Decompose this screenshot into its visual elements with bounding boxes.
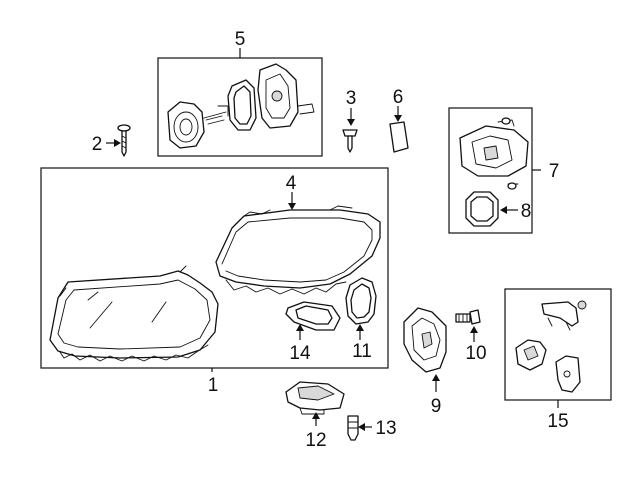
callout-2: 2 [92,134,103,155]
projector-module-part [167,101,229,149]
callout-3: 3 [346,88,357,109]
callout-7: 7 [549,161,560,182]
callout-12: 12 [305,430,326,451]
control-module-part [403,307,447,373]
group-box-1 [40,167,389,369]
callout-1: 1 [208,375,219,396]
callout-14: 14 [289,343,311,364]
projector-gasket-part [227,79,257,131]
callout-6: 6 [393,87,404,108]
lamp-module-part [285,381,345,415]
repair-bracket-part-a [541,300,587,331]
ballast-seal-part [465,191,499,227]
screw-part-3 [342,129,358,153]
ballast-bracket-part [459,117,529,190]
callout-10: 10 [465,343,486,364]
callout-13: 13 [375,418,396,439]
callout-9: 9 [431,396,442,417]
leader-lines [106,48,559,431]
headlamp-assembly-part [49,265,219,362]
lens-seal-part [345,277,377,325]
projector-housing-part [257,63,315,129]
label-part [389,121,409,153]
callout-5: 5 [235,29,246,50]
callout-15: 15 [547,411,568,432]
screw-part-2 [117,124,131,157]
repair-bracket-part-c [555,355,581,393]
repair-bracket-part-b [515,339,547,371]
callout-11: 11 [352,341,372,362]
callout-4: 4 [286,173,297,194]
bulb-socket-part [347,415,359,441]
small-gasket-part [285,301,341,331]
headlamp-lens-part [215,205,381,295]
bolt-part-10 [455,309,481,325]
callout-8: 8 [521,201,532,222]
